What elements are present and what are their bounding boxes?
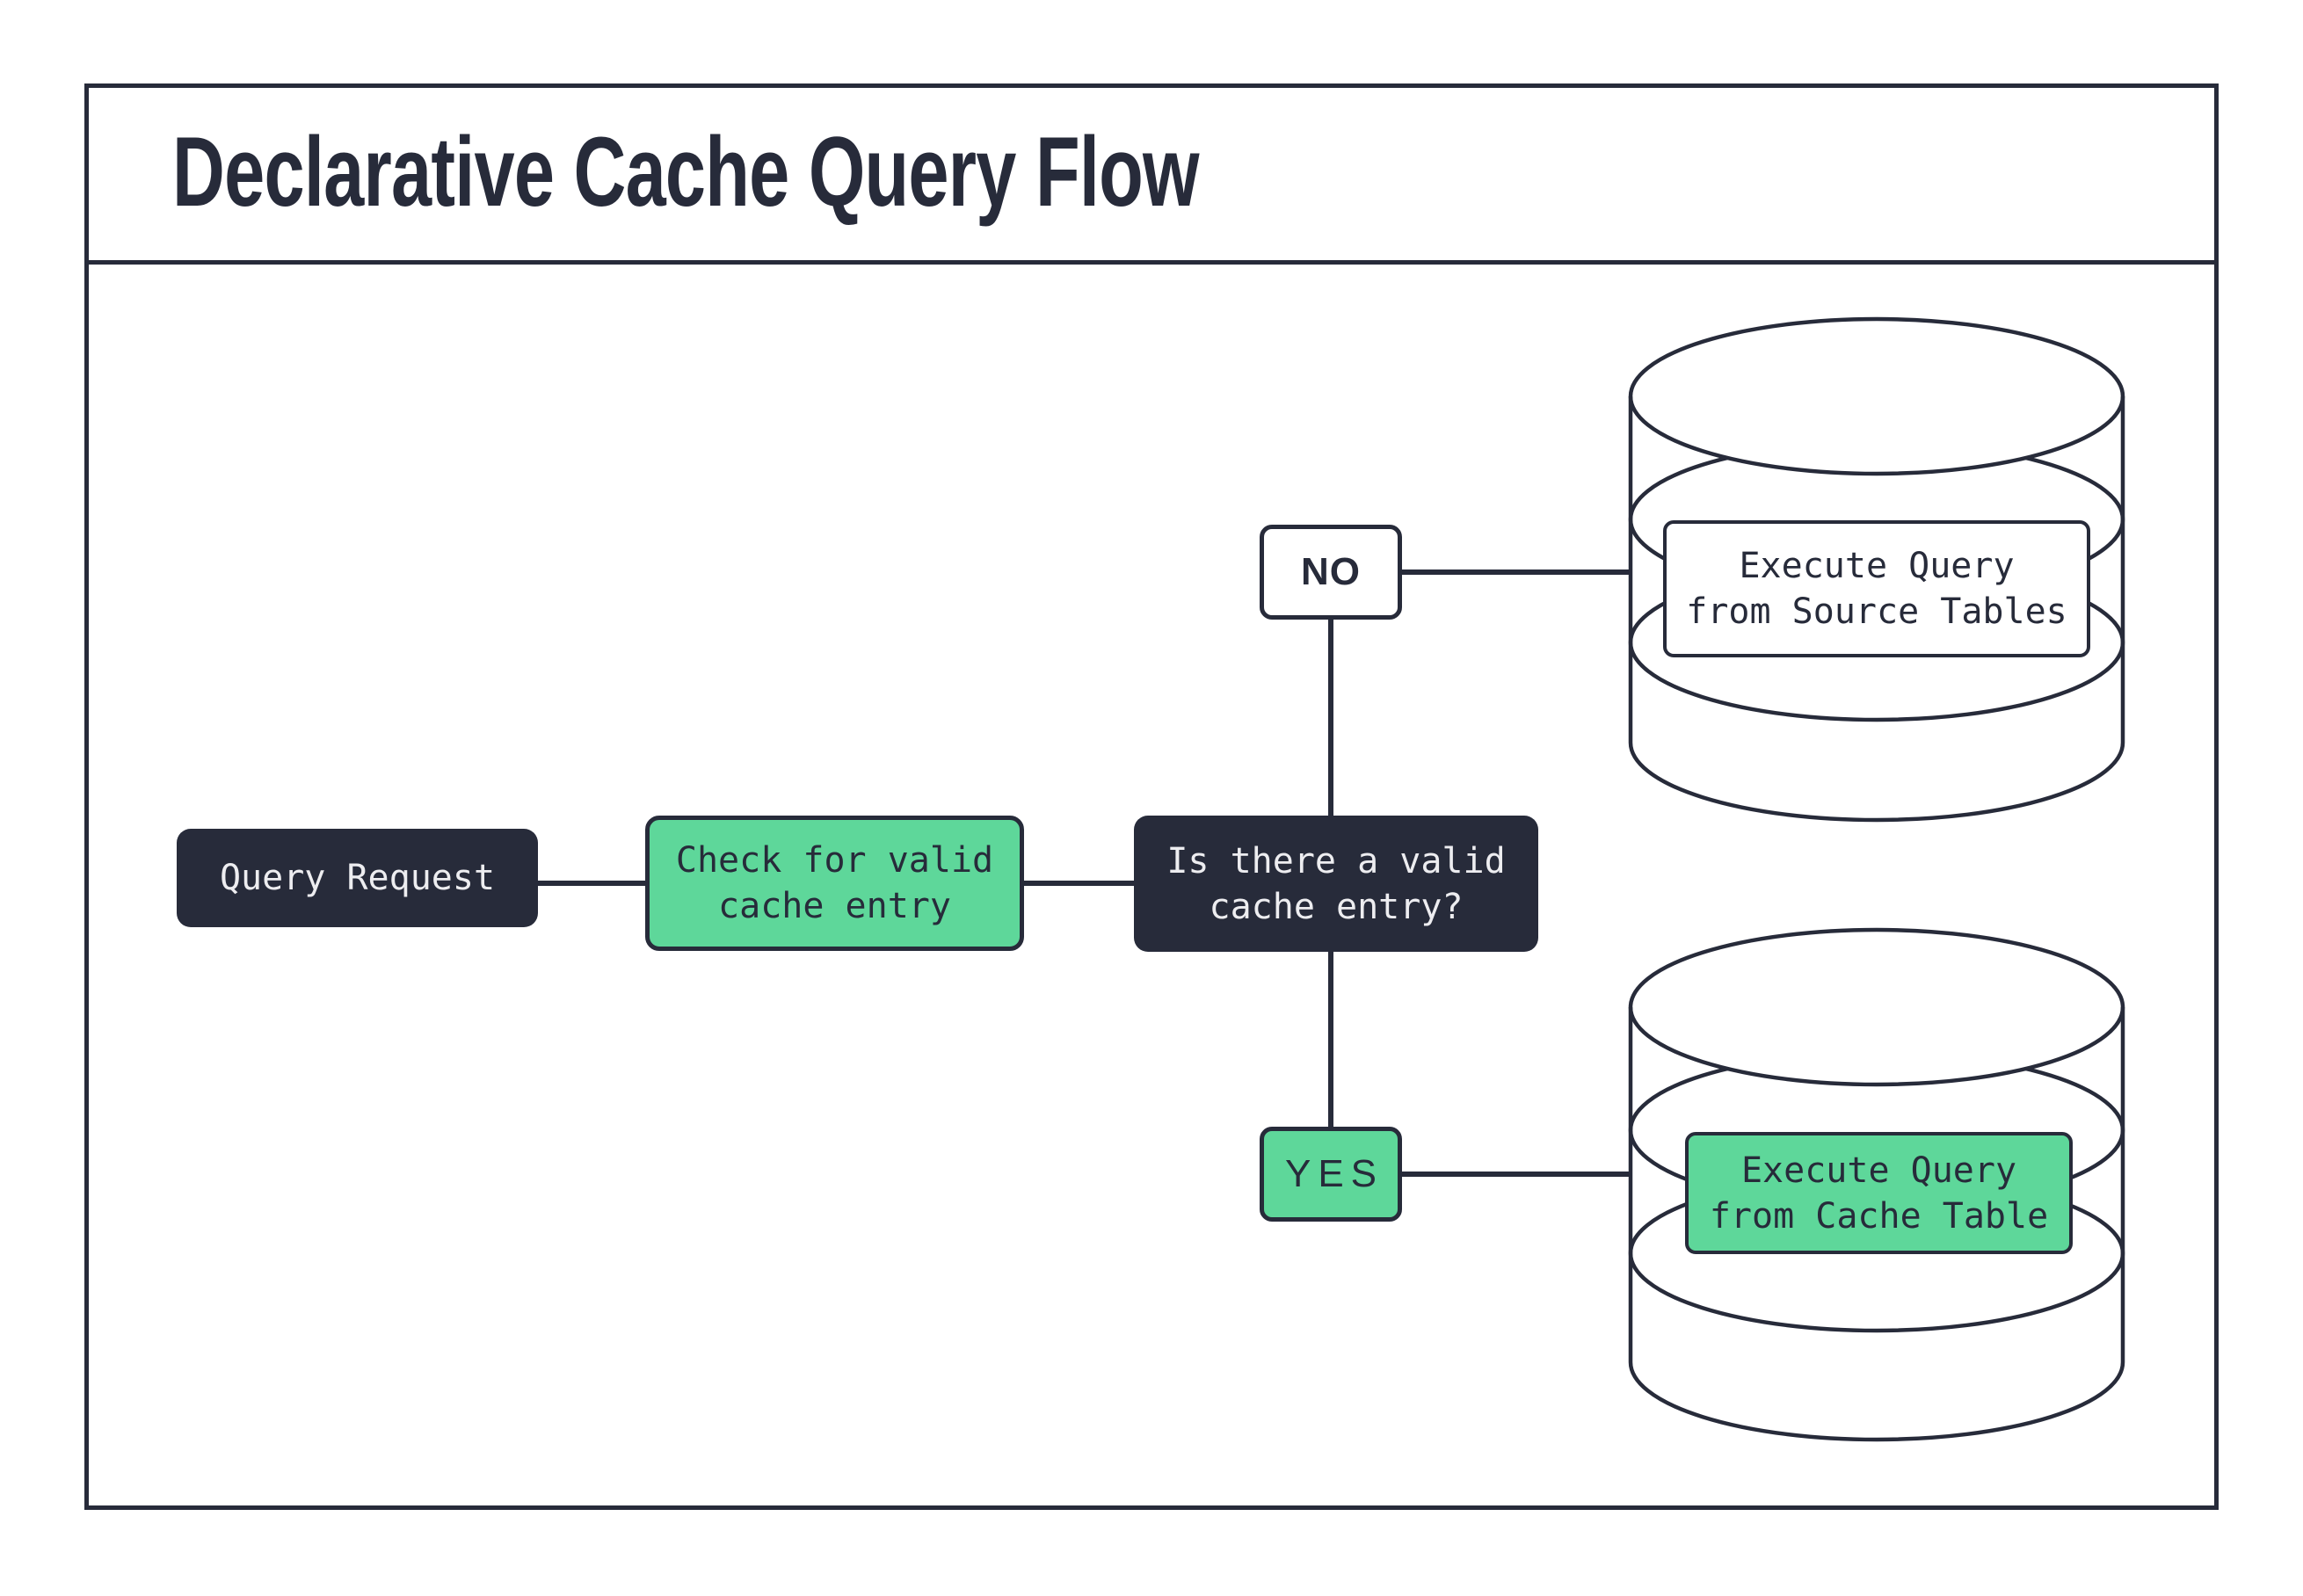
- decision-line2: cache entry?: [1209, 886, 1464, 927]
- yes-branch-label: YES: [1260, 1127, 1402, 1222]
- decision-line1: Is there a valid: [1166, 840, 1506, 881]
- no-branch-label: NO: [1260, 525, 1402, 620]
- source-db-line1: Execute Query: [1739, 546, 2015, 586]
- query-request-label: Query Request: [219, 858, 496, 898]
- page-title: Declarative Cache Query Flow: [172, 117, 1199, 227]
- header-divider: [89, 260, 2214, 265]
- query-request-node: Query Request: [177, 829, 538, 927]
- check-cache-line2: cache entry: [718, 886, 951, 926]
- no-label-text: NO: [1301, 550, 1361, 593]
- check-cache-node: Check for valid cache entry: [645, 816, 1024, 951]
- yes-label-text: YES: [1284, 1152, 1384, 1195]
- cache-db-line2: from Cache Table: [1709, 1195, 2049, 1237]
- source-db-line2: from Source Tables: [1686, 591, 2067, 632]
- cache-db-line1: Execute Query: [1740, 1150, 2017, 1191]
- source-db-action-node: Execute Query from Source Tables: [1663, 520, 2090, 657]
- cache-db-action-node: Execute Query from Cache Table: [1685, 1132, 2073, 1254]
- check-cache-line1: Check for valid: [675, 840, 994, 881]
- decision-node: Is there a valid cache entry?: [1134, 816, 1538, 952]
